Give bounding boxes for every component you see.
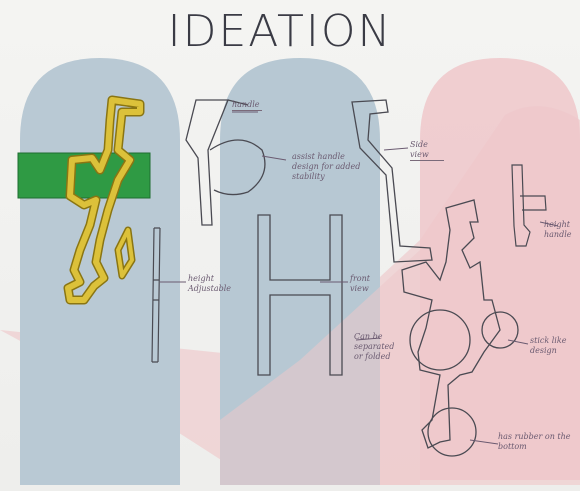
annotation-height-handle: height handle xyxy=(544,220,576,240)
page-title: IDEATION xyxy=(160,6,400,57)
annotation-stick-like-design: stick like design xyxy=(530,336,576,356)
annotation-handle: handle xyxy=(232,100,262,111)
annotation-side-view: Side view xyxy=(410,140,444,161)
annotation-has-rubber: has rubber on the bottom xyxy=(498,432,572,452)
annotation-can-be-separated: Can be separated or folded xyxy=(354,332,404,362)
annotation-front-view: front view xyxy=(350,274,384,294)
annotation-assist-handle: assist handle design for added stability xyxy=(292,152,364,182)
annotation-height-adjustable: height Adjustable xyxy=(188,274,240,294)
